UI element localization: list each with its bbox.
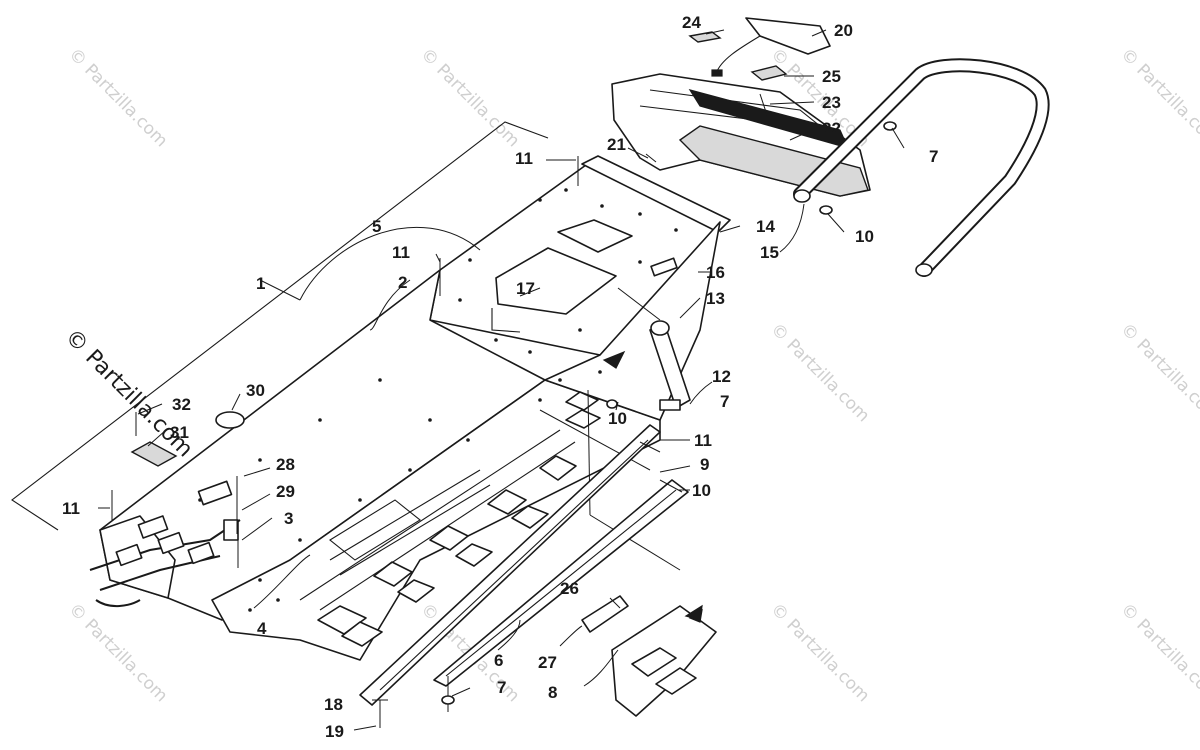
leader-lines — [98, 29, 905, 731]
axis-line — [589, 514, 681, 571]
callout-27: 27 — [538, 653, 557, 672]
strut — [649, 320, 691, 411]
callout-7a: 7 — [929, 147, 938, 166]
decal-31 — [130, 441, 178, 467]
callout-25: 25 — [822, 67, 841, 86]
watermark: © Partzilla.com — [416, 44, 523, 151]
callout-19: 19 — [325, 722, 344, 741]
watermark: © Partzilla.com — [1116, 319, 1200, 426]
callout-10b: 10 — [608, 409, 627, 428]
access-panel — [495, 247, 617, 315]
grab-strap — [688, 17, 831, 81]
callout-29: 29 — [276, 482, 295, 501]
callouts: 1 2 3 4 5 6 7 7 7 8 9 10 10 10 11 11 11 … — [62, 13, 938, 741]
pad — [750, 65, 788, 81]
rear-grab-bar — [793, 58, 1050, 277]
strap-handle — [745, 17, 831, 55]
callout-10c: 10 — [692, 481, 711, 500]
bracket-tab — [581, 595, 629, 633]
clip-30 — [215, 411, 245, 429]
callout-23: 23 — [822, 93, 841, 112]
pad — [688, 31, 722, 43]
callout-8: 8 — [548, 683, 557, 702]
rivet-holes — [198, 188, 678, 612]
callout-1: 1 — [256, 274, 265, 293]
callout-13: 13 — [706, 289, 725, 308]
watermark: © Partzilla.com — [64, 599, 171, 706]
callout-15: 15 — [760, 243, 779, 262]
watermark: © Partzilla.com — [766, 319, 873, 426]
callout-11c: 11 — [694, 431, 712, 450]
watermark: © Partzilla.com — [64, 44, 171, 151]
callout-5: 5 — [372, 217, 381, 236]
callout-26: 26 — [560, 579, 579, 598]
axis-line — [539, 409, 651, 471]
callout-10a: 10 — [855, 227, 874, 246]
watermark: © Partzilla.com — [1116, 44, 1200, 151]
rear-bracket — [581, 595, 717, 717]
callout-31: 31 — [170, 423, 189, 442]
callout-24: 24 — [682, 13, 701, 32]
callout-12: 12 — [712, 367, 731, 386]
callout-2: 2 — [398, 273, 407, 292]
callout-14: 14 — [756, 217, 775, 236]
rail-left — [359, 424, 661, 706]
callout-20: 20 — [834, 21, 853, 40]
callout-11d: 11 — [62, 499, 80, 518]
side-rails — [359, 424, 689, 706]
callout-7c: 7 — [497, 678, 506, 697]
small-hardware — [111, 93, 897, 728]
callout-22: 22 — [822, 119, 841, 138]
watermark: © Partzilla.com — [766, 599, 873, 706]
callout-30: 30 — [246, 381, 265, 400]
callout-3: 3 — [284, 509, 293, 528]
callout-7b: 7 — [720, 392, 729, 411]
rear-flap-strip — [581, 155, 731, 233]
wiring-harness — [89, 480, 241, 607]
running-board-cutouts — [317, 391, 601, 647]
access-panel — [557, 219, 633, 253]
callout-6: 6 — [494, 651, 503, 670]
callout-17: 17 — [516, 279, 535, 298]
callout-11a: 11 — [515, 149, 533, 168]
axis-line — [617, 287, 661, 321]
callout-21: 21 — [607, 135, 626, 154]
callout-16: 16 — [706, 263, 725, 282]
tunnel-assembly — [99, 155, 731, 661]
watermark: © Partzilla.com — [1116, 599, 1200, 706]
assembly-bracket — [11, 121, 549, 531]
callout-9: 9 — [700, 455, 709, 474]
tunnel-lattice — [299, 429, 576, 611]
tunnel-floor — [211, 379, 661, 661]
callout-28: 28 — [276, 455, 295, 474]
callout-11b: 11 — [392, 243, 410, 262]
callout-32: 32 — [172, 395, 191, 414]
callout-4: 4 — [257, 619, 267, 638]
callout-18: 18 — [324, 695, 343, 714]
